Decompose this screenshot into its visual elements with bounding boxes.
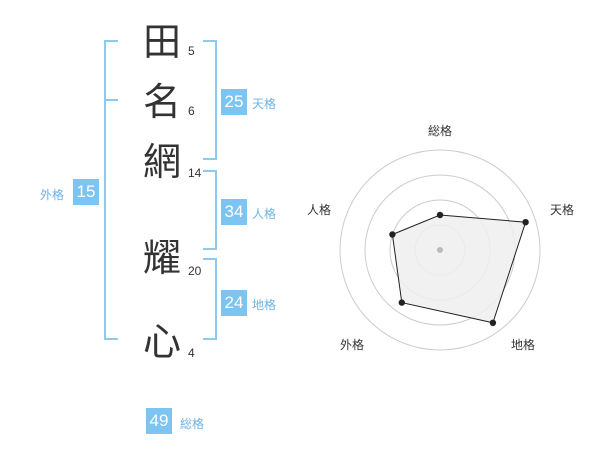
radar-point-1 (436, 211, 444, 219)
stroke-count-5: 4 (188, 346, 195, 360)
radar-label-gaikaku: 外格 (340, 338, 365, 352)
radar-point-5 (389, 231, 396, 238)
name-char-1: 田 (142, 20, 181, 64)
radar-grid-ring (339, 149, 541, 351)
stroke-count-3: 14 (188, 166, 202, 180)
stroke-count-2: 6 (188, 104, 195, 118)
radar-point-3 (489, 319, 497, 326)
tenkaku-value: 25 (221, 89, 247, 115)
stroke-count-4: 20 (188, 264, 202, 278)
stroke-count-1: 5 (188, 44, 195, 58)
radar-data-polygon (391, 214, 527, 324)
chikaku-label: 地格 (252, 298, 277, 312)
radar-label-tenkaku: 天格 (550, 203, 575, 217)
soukaku-value: 49 (146, 408, 172, 434)
radar-label-soukaku: 総格 (428, 124, 453, 138)
jinkaku-value: 34 (221, 199, 247, 225)
gaikaku-value: 15 (73, 179, 99, 205)
radar-point-4 (398, 299, 405, 306)
jinkaku-label: 人格 (252, 207, 277, 221)
jinkaku-bracket (203, 170, 217, 250)
chikaku-value: 24 (221, 290, 247, 316)
chikaku-bracket (203, 258, 217, 340)
name-char-5: 心 (142, 320, 181, 364)
tenkaku-label: 天格 (252, 97, 277, 111)
radar-label-jinkaku: 人格 (307, 203, 332, 217)
name-char-2: 名 (142, 80, 181, 124)
name-char-4: 耀 (142, 236, 181, 280)
tenkaku-bracket (203, 40, 217, 160)
gaikaku-bracket (104, 40, 118, 340)
radar-center-dot (437, 247, 443, 253)
radar-label-chikaku: 地格 (511, 338, 536, 352)
gaikaku-label: 外格 (40, 188, 65, 202)
radar-point-2 (522, 219, 529, 226)
gaikaku-bracket-tick (104, 99, 118, 101)
soukaku-label: 総格 (180, 417, 205, 431)
name-char-3: 網 (142, 140, 181, 184)
